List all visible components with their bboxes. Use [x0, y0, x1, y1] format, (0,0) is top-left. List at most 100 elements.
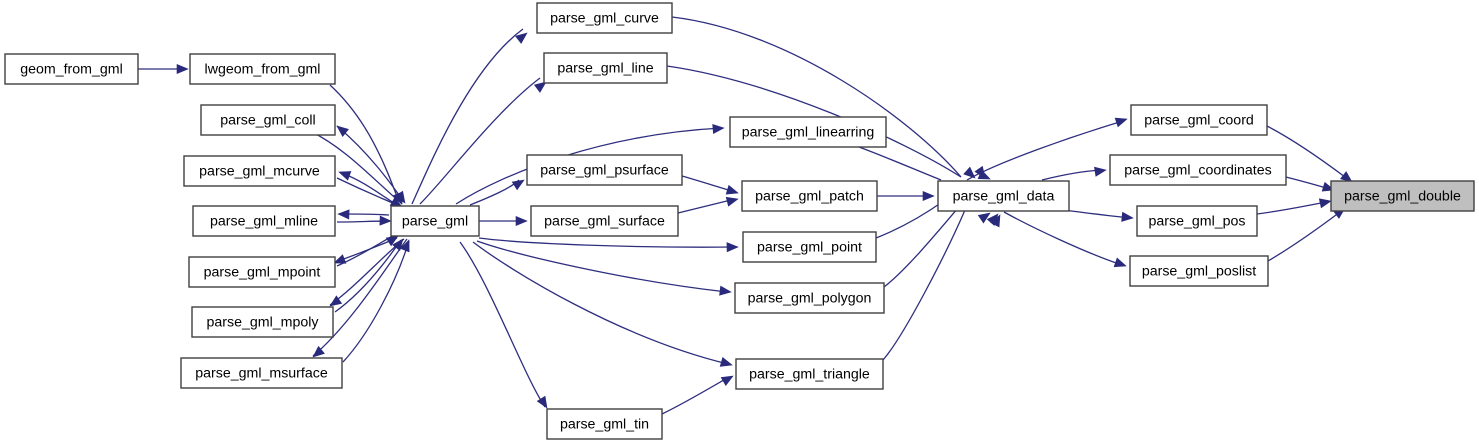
edge-parse_gml-to-parse_gml_triangle [472, 241, 729, 365]
node-box-parse_gml_coordinates[interactable] [1109, 154, 1287, 186]
node-label-parse_gml_tin: parse_gml_tin [560, 417, 649, 433]
node-box-parse_gml_double[interactable] [1330, 180, 1475, 212]
node-box-parse_gml_point[interactable] [742, 231, 877, 263]
node-label-parse_gml_polygon: parse_gml_polygon [748, 291, 872, 307]
node-label-parse_gml_mline: parse_gml_mline [210, 214, 318, 230]
node-parse_gml_mline[interactable]: parse_gml_mline [192, 205, 336, 237]
node-box-parse_gml_mpoint[interactable] [188, 256, 336, 288]
node-box-parse_gml_surface[interactable] [530, 205, 679, 237]
node-parse_gml_point[interactable]: parse_gml_point [742, 231, 877, 263]
arrowhead-into-parse_gml_data [990, 214, 1001, 228]
edge-parse_gml_line-to-parse_gml_data [666, 65, 962, 178]
arrowhead-into-lwgeom_from_gml [176, 63, 189, 75]
node-box-parse_gml_mcurve[interactable] [183, 155, 336, 187]
node-parse_gml_coll[interactable]: parse_gml_coll [200, 104, 336, 136]
node-parse_gml_triangle[interactable]: parse_gml_triangle [735, 358, 884, 390]
node-label-parse_gml_mcurve: parse_gml_mcurve [199, 164, 320, 180]
node-label-lwgeom_from_gml: lwgeom_from_gml [205, 62, 321, 78]
node-label-parse_gml_curve: parse_gml_curve [550, 11, 659, 27]
node-parse_gml_poslist[interactable]: parse_gml_poslist [1129, 255, 1269, 287]
node-label-parse_gml_mpoint: parse_gml_mpoint [204, 265, 321, 281]
node-label-parse_gml_surface: parse_gml_surface [544, 214, 665, 230]
arrowhead-into-parse_gml_triangle [719, 357, 733, 367]
node-parse_gml_msurface[interactable]: parse_gml_msurface [180, 357, 343, 389]
node-parse_gml_pos[interactable]: parse_gml_pos [1136, 205, 1258, 237]
node-box-parse_gml[interactable] [390, 205, 480, 237]
node-parse_gml_mcurve[interactable]: parse_gml_mcurve [183, 155, 336, 187]
node-box-parse_gml_linearring[interactable] [729, 116, 887, 148]
node-lwgeom_from_gml[interactable]: lwgeom_from_gml [189, 53, 336, 85]
arrowhead-into-parse_gml_linearring [712, 123, 725, 135]
node-box-parse_gml_line[interactable] [543, 52, 668, 84]
node-parse_gml_data[interactable]: parse_gml_data [937, 180, 1070, 212]
edge-parse_gml-to-parse_gml_tin [459, 241, 546, 408]
edge-parse_gml_polygon-to-parse_gml_data [883, 207, 959, 288]
node-parse_gml_double[interactable]: parse_gml_double [1330, 180, 1475, 212]
arrowhead-into-parse_gml_data [977, 212, 991, 224]
node-box-parse_gml_pos[interactable] [1136, 205, 1258, 237]
node-parse_gml_polygon[interactable]: parse_gml_polygon [734, 282, 885, 314]
arrowheads-layer [176, 32, 1353, 409]
node-box-parse_gml_mline[interactable] [192, 205, 336, 237]
node-box-parse_gml_coord[interactable] [1130, 104, 1268, 136]
arrowhead-into-parse_gml_data [977, 169, 991, 180]
node-box-parse_gml_polygon[interactable] [734, 282, 885, 314]
node-parse_gml_surface[interactable]: parse_gml_surface [530, 205, 679, 237]
node-box-parse_gml_poslist[interactable] [1129, 255, 1269, 287]
node-parse_gml_line[interactable]: parse_gml_line [543, 52, 668, 84]
node-parse_gml_mpoint[interactable]: parse_gml_mpoint [188, 256, 336, 288]
arrowhead-into-parse_gml_triangle [720, 375, 734, 387]
arrowhead-into-parse_gml [400, 239, 410, 253]
arrowhead-into-parse_gml_curve [514, 32, 528, 44]
node-parse_gml[interactable]: parse_gml [390, 205, 480, 237]
edge-parse_gml-to-parse_gml_point [478, 237, 736, 248]
node-parse_gml_curve[interactable]: parse_gml_curve [536, 2, 673, 34]
edge-parse_gml_pos-to-parse_gml_double [1256, 201, 1327, 215]
arrowhead-into-parse_gml_mpoly [329, 295, 343, 307]
edge-parse_gml_mcurve-to-parse_gml [336, 177, 401, 207]
node-parse_gml_mpoly[interactable]: parse_gml_mpoly [191, 306, 334, 338]
arrowhead-into-parse_gml_mcurve [338, 171, 352, 181]
arrowhead-into-parse_gml_tin [536, 395, 548, 409]
node-box-parse_gml_patch[interactable] [741, 180, 878, 212]
node-geom_from_gml[interactable]: geom_from_gml [4, 53, 139, 85]
arrowhead-into-parse_gml_pos [1121, 211, 1134, 222]
node-box-parse_gml_curve[interactable] [536, 2, 673, 34]
node-box-parse_gml_psurface[interactable] [526, 154, 683, 186]
node-parse_gml_psurface[interactable]: parse_gml_psurface [526, 154, 683, 186]
node-label-parse_gml_data: parse_gml_data [953, 189, 1055, 205]
node-parse_gml_linearring[interactable]: parse_gml_linearring [729, 116, 887, 148]
node-box-parse_gml_tin[interactable] [546, 408, 663, 440]
node-box-parse_gml_msurface[interactable] [180, 357, 343, 389]
node-parse_gml_tin[interactable]: parse_gml_tin [546, 408, 663, 440]
arrowhead-into-parse_gml_coordinates [1094, 166, 1107, 177]
node-box-geom_from_gml[interactable] [4, 53, 139, 85]
node-box-parse_gml_coll[interactable] [200, 104, 336, 136]
edge-parse_gml_curve-to-parse_gml_data [671, 16, 962, 178]
arrowhead-into-parse_gml_patch [725, 196, 739, 207]
node-label-geom_from_gml: geom_from_gml [20, 62, 123, 78]
node-box-parse_gml_triangle[interactable] [735, 358, 884, 390]
node-box-parse_gml_data[interactable] [937, 180, 1070, 212]
node-label-parse_gml: parse_gml [402, 214, 468, 230]
edge-parse_gml_linearring-to-parse_gml_data [858, 146, 942, 181]
node-box-parse_gml_mpoly[interactable] [191, 306, 334, 338]
node-label-parse_gml_coordinates: parse_gml_coordinates [1124, 163, 1271, 179]
node-parse_gml_coordinates[interactable]: parse_gml_coordinates [1109, 154, 1287, 186]
arrowhead-into-parse_gml_point [726, 242, 739, 253]
edge-parse_gml_point-to-parse_gml_data [875, 199, 946, 239]
node-parse_gml_coord[interactable]: parse_gml_coord [1130, 104, 1268, 136]
edge-parse_gml-to-parse_gml_mline [344, 213, 390, 216]
node-box-lwgeom_from_gml[interactable] [189, 53, 336, 85]
arrowhead-into-parse_gml [379, 215, 392, 226]
arrowhead-into-parse_gml [385, 235, 399, 247]
nodes-layer: geom_from_gml lwgeom_from_gml parse_gml_co… [4, 2, 1475, 440]
arrowhead-into-parse_gml_mpoint [333, 254, 347, 264]
edge-parse_gml_tin-to-parse_gml_triangle [661, 376, 730, 415]
arrowhead-into-parse_gml_mline [337, 209, 350, 220]
arrowhead-into-parse_gml_surface [515, 215, 528, 227]
arrowhead-into-parse_gml_polygon [719, 285, 732, 296]
node-parse_gml_patch[interactable]: parse_gml_patch [741, 180, 878, 212]
node-label-parse_gml_point: parse_gml_point [757, 240, 862, 256]
